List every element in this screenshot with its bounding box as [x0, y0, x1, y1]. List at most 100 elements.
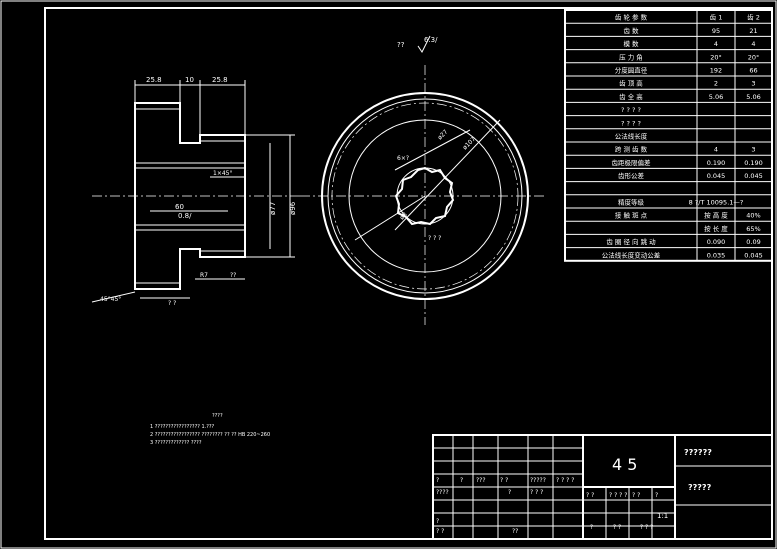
tooth-band-top-left	[134, 102, 181, 110]
param-value: 5.06	[746, 93, 760, 101]
outer-circle	[321, 92, 529, 300]
param-name: 齿 全 高	[619, 92, 643, 101]
tb-cell-text: ? ?	[632, 492, 640, 499]
section-view: 25.8 10 25.8 ø77 ø96 1×45° 60 0.8/ R7 ??…	[91, 76, 300, 307]
param-value: 0.090	[707, 238, 726, 246]
hub-circle	[348, 119, 502, 273]
tooth-band-bottom-right	[199, 250, 246, 258]
tb-cell-text: ??	[512, 528, 518, 535]
leader-dia-3	[354, 195, 426, 241]
param-value: 5.06	[709, 93, 723, 101]
title-q2: ?????	[688, 483, 712, 492]
leader-dia-1	[394, 129, 471, 171]
chamfer-bottom-leader	[91, 291, 136, 303]
tb-cell-text: ? ?	[436, 528, 444, 535]
param-value: 3	[751, 146, 755, 154]
tb-cell-text: ? ?	[613, 524, 621, 531]
tb-cell-text: ?	[436, 477, 439, 484]
tooth-band-top-right	[199, 134, 246, 142]
roughness-bore-label: 0.8/	[178, 212, 192, 220]
param-value: 21	[749, 27, 757, 35]
label-q2: ? ?	[168, 300, 176, 307]
tb-cell-text: ?	[460, 477, 463, 484]
tooth-root-circle	[327, 98, 523, 294]
param-value: 0.045	[744, 251, 763, 259]
tb-cell-text: ?	[590, 524, 593, 531]
param-value: 40%	[746, 212, 760, 220]
label-r7: R7	[200, 272, 208, 279]
title-block-grid: ?????? ??????? ? ? ??????? ? ?? ?? ? ? ?…	[433, 435, 675, 539]
roughness-value: 6.3/	[424, 36, 438, 44]
param-value: 4	[751, 40, 755, 48]
param-value: 按 高 度	[704, 211, 728, 220]
param-name: ? ? ? ?	[621, 119, 641, 127]
tb-cell-text: ?	[655, 492, 658, 499]
pitch-circle	[331, 102, 519, 290]
param-value: 0.045	[707, 172, 726, 180]
spline-profile	[394, 166, 455, 226]
param-name: 齿距极限偏差	[612, 158, 652, 167]
tb-cell-text: ? ? ?	[640, 524, 653, 531]
tb-cell-text: ???	[476, 477, 486, 484]
param-value: 0.190	[744, 159, 763, 167]
notes-line-3: 3 ????????????? ????	[150, 440, 202, 446]
roughness-symbol-icon	[417, 35, 431, 53]
tb-cell-text: ????	[436, 489, 449, 496]
param-table-frame	[564, 9, 773, 262]
param-name: 分度圆直径	[615, 66, 648, 75]
param-value: 4	[714, 40, 718, 48]
param-value: 20°	[748, 53, 760, 61]
param-name: 跨 测 齿 数	[615, 145, 648, 154]
param-name: 公法线长度变动公差	[602, 250, 661, 259]
param-value: 66	[749, 67, 757, 75]
param-value: 按 长 度	[704, 224, 728, 233]
param-value: 192	[710, 67, 722, 75]
tb-cell-text: ? ? ?	[530, 489, 543, 496]
tooth-band-bottom-left	[134, 282, 181, 290]
notes-line-2: 2 ????????????????? ???????? ?? ?? HB 22…	[150, 432, 270, 438]
dim-right-width: 25.8	[212, 76, 228, 84]
bore-dim-label: 60	[175, 203, 184, 211]
material-label: 4 5	[612, 455, 637, 474]
hole-label-3: ø8	[398, 211, 408, 221]
param-value: 65%	[746, 225, 760, 233]
param-value: 0.035	[707, 251, 726, 259]
tb-cell-text: ? ?	[586, 492, 594, 499]
roughness-label: ??	[397, 41, 405, 49]
front-view: ø27 ø107 ø8 6×? ? ? ?	[300, 65, 545, 325]
param-name: 齿 轮 参 数	[615, 13, 648, 22]
param-value: 8 ?/T 10095.1—?	[689, 199, 744, 207]
label-q1: ??	[230, 272, 236, 279]
leader-dia-2	[394, 119, 501, 231]
param-value: 0.09	[746, 238, 760, 246]
spline-label: 6×?	[397, 155, 409, 162]
param-name: 公法线长度	[615, 132, 648, 141]
tb-cell-text: ?	[436, 518, 439, 525]
spline-bottom-label: ? ? ?	[428, 235, 441, 242]
inner-frame	[44, 7, 773, 540]
param-value: 3	[751, 80, 755, 88]
param-value: 0.045	[744, 172, 763, 180]
param-value: 2	[714, 80, 718, 88]
technical-notes: ???? 1 ????????????????? 1.??? 2 ???????…	[150, 413, 270, 446]
param-name: 齿 数	[623, 26, 639, 35]
param-name: 齿 圈 径 向 跳 动	[606, 237, 656, 246]
param-name: 齿 顶 高	[619, 79, 643, 88]
tb-cell-text: ?	[508, 489, 511, 496]
param-value: 20°	[710, 53, 722, 61]
hole-label-1: ø27	[436, 128, 449, 141]
chamfer-label: 1×45°	[213, 170, 232, 177]
tb-cell-text: ? ? ? ?	[556, 477, 574, 484]
param-value: 95	[712, 27, 720, 35]
tb-cell-text: ?????	[530, 477, 546, 484]
dim-center-width: 10	[185, 76, 194, 84]
dim-inner-diameter: ø77	[269, 202, 277, 215]
tb-cell-text: ? ? ? ?	[609, 492, 627, 499]
param-name: 精度等级	[618, 198, 645, 207]
title-q1: ??????	[684, 448, 712, 457]
param-name: 模 数	[623, 39, 639, 48]
notes-line-1: 1 ????????????????? 1.???	[150, 424, 215, 430]
